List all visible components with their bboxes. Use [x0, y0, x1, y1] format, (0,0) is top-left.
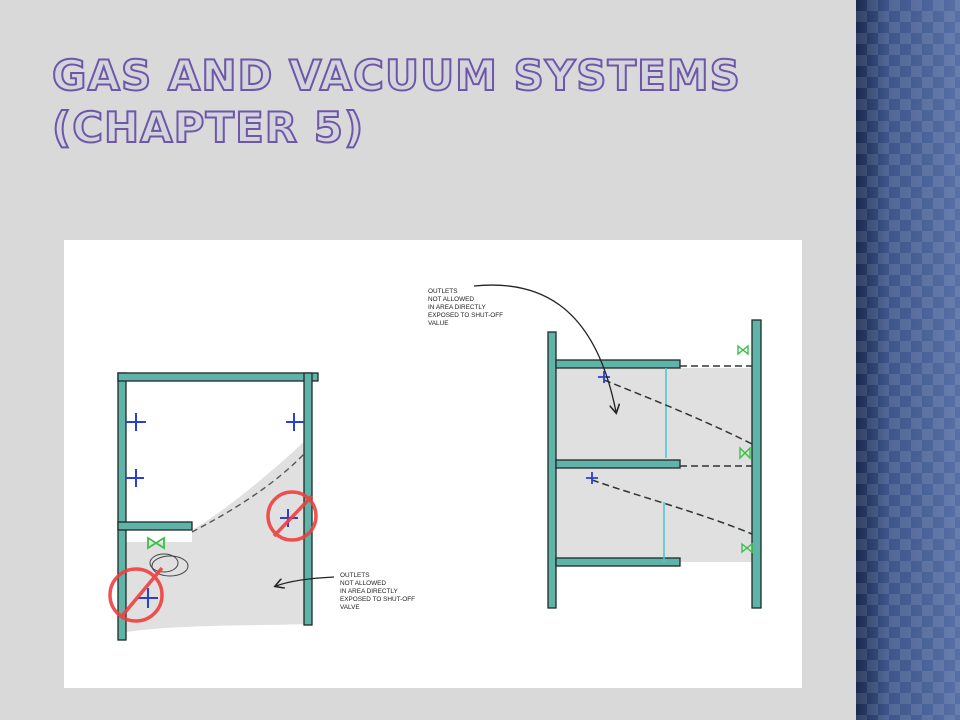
shutoff-valve-icon — [147, 536, 189, 577]
left-plan: OUTLETS NOT ALLOWED IN AREA DIRECTLY EXP… — [108, 372, 415, 641]
right-wall-west — [547, 331, 557, 609]
right-thin-wall — [663, 368, 667, 562]
left-note-line: EXPOSED TO SHUT-OFF — [340, 596, 415, 603]
left-note: OUTLETS NOT ALLOWED IN AREA DIRECTLY EXP… — [340, 572, 415, 611]
right-note-line: EXPOSED TO SHUT-OFF — [428, 312, 503, 319]
left-note-line: VALVE — [340, 604, 360, 611]
right-wall-floor-3 — [555, 557, 681, 567]
left-note-arrow — [276, 576, 335, 586]
right-note-line: IN AREA DIRECTLY — [428, 304, 487, 311]
outlet-icon — [586, 371, 610, 484]
decorative-sidebar — [856, 0, 960, 720]
slide-title-line-1: Gas and Vacuum Systems — [51, 50, 741, 101]
left-note-line: NOT ALLOWED — [340, 580, 386, 587]
slide-title-line-2: (Chapter 5) — [51, 102, 365, 153]
shutoff-valve-icon — [737, 344, 753, 554]
left-wall-west — [117, 372, 127, 641]
right-shaded-zone — [678, 368, 752, 426]
right-exposure-lines — [591, 365, 753, 535]
right-note-line: NOT ALLOWED — [428, 296, 474, 303]
right-wall-floor-2 — [555, 459, 681, 469]
prohibited-outlet-icon — [108, 490, 318, 623]
slide-title: Gas and Vacuum Systems (Chapter 5) — [51, 50, 741, 154]
left-exposure-line — [191, 453, 305, 533]
right-wall-east — [751, 319, 762, 609]
left-wall-north — [117, 372, 319, 382]
outlet-icon — [126, 413, 304, 608]
right-plan: OUTLETS NOT ALLOWED IN AREA DIRECTLY EXP… — [428, 284, 762, 609]
floor-plan-svg: OUTLETS NOT ALLOWED IN AREA DIRECTLY EXP… — [108, 284, 762, 641]
left-note-line: OUTLETS — [340, 572, 369, 579]
right-wall-floor-1 — [555, 359, 681, 369]
right-note: OUTLETS NOT ALLOWED IN AREA DIRECTLY EXP… — [428, 288, 503, 327]
left-note-line: IN AREA DIRECTLY — [340, 588, 399, 595]
left-shaded-zone — [126, 436, 310, 632]
left-wall-partition — [117, 521, 193, 531]
floor-plan-sketch: OUTLETS NOT ALLOWED IN AREA DIRECTLY EXP… — [64, 240, 802, 688]
right-note-line: VALUE — [428, 320, 448, 327]
right-note-line: OUTLETS — [428, 288, 457, 295]
right-note-arrow — [473, 284, 616, 412]
